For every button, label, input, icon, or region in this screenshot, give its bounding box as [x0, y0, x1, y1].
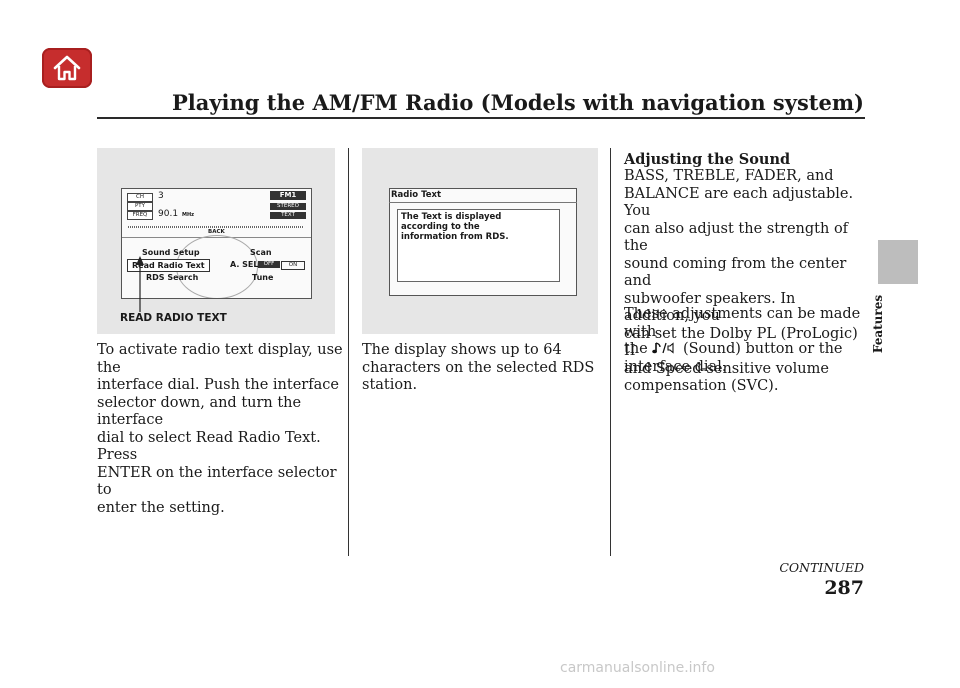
col3-paragraph-2: These adjustments can be made with the (…	[624, 306, 864, 376]
text-line: To activate radio text display, use the	[97, 342, 343, 376]
radio-text-content-box	[397, 209, 560, 282]
home-button[interactable]	[42, 48, 92, 88]
section-tab-label-box: Features	[860, 292, 896, 356]
on-badge: ON	[281, 261, 305, 270]
radio-text-line: The Text is displayed	[401, 212, 502, 222]
text-line: station.	[362, 377, 418, 393]
band-badge: FM1	[270, 191, 306, 200]
frequency-unit: MHz	[182, 212, 195, 218]
back-label: BACK	[208, 229, 225, 235]
text-line: compensation (SVC).	[624, 378, 779, 394]
nav-screen-display: CH PTY FREQ 3 90.1 MHz FM1 STEREO TEXT B…	[121, 188, 312, 299]
page-number: 287	[824, 577, 864, 599]
radio-text-divider	[389, 202, 577, 203]
radio-text-line: according to the	[401, 222, 480, 232]
text-line: interface dial. Push the interface	[97, 377, 339, 393]
col1-paragraph: To activate radio text display, use the …	[97, 342, 347, 517]
text-line: The display shows up to 64	[362, 342, 562, 358]
text-line: enter the setting.	[97, 499, 225, 516]
continued-label: CONTINUED	[779, 560, 864, 575]
tuning-scale	[128, 226, 304, 228]
channel-number: 3	[158, 191, 164, 201]
text-line: can also adjust the strength of the	[624, 220, 849, 255]
home-icon	[53, 55, 81, 81]
text-line: sound coming from the center and	[624, 255, 847, 290]
col2-paragraph: The display shows up to 64 characters on…	[362, 342, 602, 395]
text-line: subwoofer speakers. In addition, you	[624, 290, 796, 325]
section-heading: Adjusting the Sound	[624, 151, 791, 168]
a-sel-item: A. SEL	[230, 260, 259, 269]
text-fragment: (Sound) button or the	[682, 341, 843, 357]
page-title: Playing the AM/FM Radio (Models with nav…	[171, 90, 864, 115]
section-tab[interactable]	[878, 240, 918, 284]
radio-text-line: information from RDS.	[401, 232, 509, 242]
text-line: dial to select Read Radio Text. Press	[97, 429, 321, 464]
off-badge: OFF	[258, 261, 280, 268]
section-tab-label: Features	[871, 294, 885, 354]
text-badge: TEXT	[270, 212, 306, 219]
text-fragment: the	[624, 341, 648, 357]
radio-text-message: The Text is displayed according to the i…	[401, 212, 509, 242]
callout-label: READ RADIO TEXT	[120, 312, 227, 324]
text-line: can set the Dolby PL (ProLogic) II	[624, 325, 858, 360]
rds-search-item: RDS Search	[146, 273, 199, 282]
text-line: interface dial.	[624, 358, 727, 375]
text-line: selector down, and turn the interface	[97, 394, 302, 429]
stereo-badge: STEREO	[270, 203, 306, 210]
sound-button-icon	[652, 342, 674, 354]
pty-chip: PTY	[127, 202, 153, 211]
watermark: carmanualsonline.info	[560, 660, 715, 676]
sound-setup-item: Sound Setup	[142, 248, 200, 257]
ch-chip: CH	[127, 193, 153, 202]
text-line: These adjustments can be made with	[624, 306, 861, 340]
column-divider	[610, 148, 611, 556]
frequency-value: 90.1	[158, 209, 179, 219]
read-radio-text-item: Read Radio Text	[127, 259, 210, 272]
column-divider	[348, 148, 349, 556]
text-line: the (Sound) button or the	[624, 341, 864, 359]
tune-item: Tune	[252, 273, 274, 282]
text-line: characters on the selected RDS	[362, 359, 595, 376]
radio-text-title: Radio Text	[391, 190, 442, 200]
col3-paragraph-1: BASS, TREBLE, FADER, and BALANCE are eac…	[624, 168, 864, 396]
scan-item: Scan	[250, 248, 272, 257]
text-line: BALANCE are each adjustable. You	[624, 185, 854, 220]
callout-arrow	[136, 256, 144, 312]
header-divider	[97, 117, 865, 119]
text-line: and Speed-sensitive volume	[624, 360, 829, 377]
text-line: ENTER on the interface selector to	[97, 464, 337, 499]
freq-chip: FREQ	[127, 211, 153, 220]
text-line: BASS, TREBLE, FADER, and	[624, 168, 834, 184]
